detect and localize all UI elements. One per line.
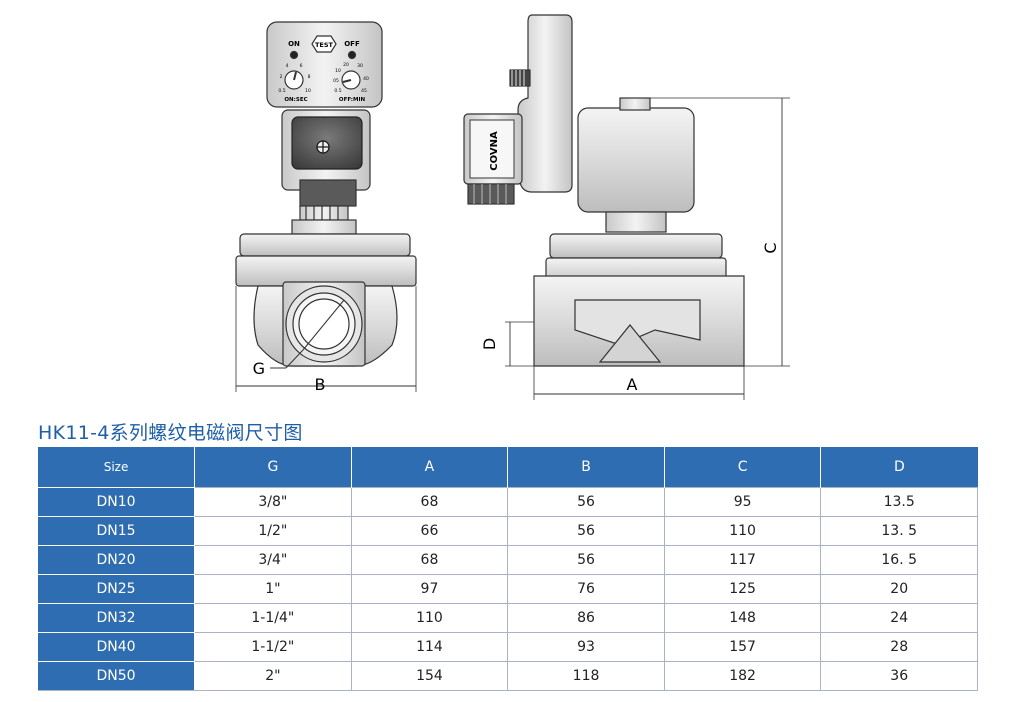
cell-c: 157 [663, 632, 822, 662]
header-c: C [663, 447, 822, 488]
cell-g: 1/2" [194, 516, 352, 546]
dim-b-label: B [315, 375, 326, 394]
table-row: DN50 2" 154 118 182 36 [38, 661, 978, 691]
cell-c: 125 [663, 574, 822, 604]
cell-d: 28 [820, 632, 978, 662]
header-d: D [820, 447, 978, 488]
timer-off-label: OFF [344, 40, 360, 48]
cell-c: 110 [663, 516, 822, 546]
bonnet [239, 233, 411, 257]
table-title: HK11-4系列螺纹电磁阀尺寸图 [38, 422, 303, 444]
left-scale-1: 2 [280, 74, 283, 80]
cell-b: 76 [507, 574, 665, 604]
cell-b: 86 [507, 603, 665, 633]
timer-on-label: ON [288, 40, 300, 48]
side-view [463, 14, 790, 400]
right-scale-4: 30 [357, 63, 363, 69]
cell-size: DN10 [38, 487, 196, 517]
header-size: Size [38, 447, 196, 488]
cell-c: 117 [663, 545, 822, 575]
table-row: DN10 3/8" 68 56 95 13.5 [38, 487, 978, 517]
brand-label: COVNA [489, 131, 500, 171]
cell-b: 93 [507, 632, 665, 662]
left-scale-0: 0.5 [278, 88, 285, 94]
timer-off-min-label: OFF:MIN [339, 97, 366, 103]
cell-b: 56 [507, 487, 665, 517]
header-b: B [507, 447, 665, 488]
cell-d: 24 [820, 603, 978, 633]
left-scale-4: 8 [308, 74, 311, 80]
cell-d: 36 [820, 661, 978, 691]
front-view [235, 21, 417, 392]
stem-nut [299, 205, 349, 221]
right-scale-5: 40 [363, 76, 369, 82]
right-scale-3: 20 [343, 62, 349, 68]
timer-housing [266, 21, 383, 108]
dim-g-label: G [253, 359, 265, 378]
cell-g: 3/8" [194, 487, 352, 517]
cell-b: 118 [507, 661, 665, 691]
left-scale-5: 10 [305, 88, 311, 94]
on-indicator [289, 50, 299, 60]
cell-g: 2" [194, 661, 352, 691]
off-indicator [347, 50, 357, 60]
table-row: DN15 1/2" 66 56 110 13. 5 [38, 516, 978, 546]
header-g: G [194, 447, 352, 488]
cell-b: 56 [507, 516, 665, 546]
cell-a: 110 [350, 603, 509, 633]
cell-d: 20 [820, 574, 978, 604]
table-row: DN20 3/4" 68 56 117 16. 5 [38, 545, 978, 575]
cell-a: 68 [350, 545, 509, 575]
table-row: DN25 1" 97 76 125 20 [38, 574, 978, 604]
left-scale-3: 6 [300, 63, 303, 69]
dim-d-label: D [480, 338, 499, 350]
cell-g: 1-1/2" [194, 632, 352, 662]
cell-g: 3/4" [194, 545, 352, 575]
right-scale-2: 10 [335, 68, 341, 74]
dim-a-label: A [627, 375, 638, 394]
header-a: A [350, 447, 509, 488]
cell-c: 95 [663, 487, 822, 517]
table-row: DN40 1-1/2" 114 93 157 28 [38, 632, 978, 662]
right-scale-1: 05 [333, 78, 339, 84]
cell-size: DN25 [38, 574, 196, 604]
valve-dimension-drawing: ON TEST OFF 0.5 2 4 6 8 10 0.5 05 10 20 … [235, 14, 790, 400]
cell-a: 97 [350, 574, 509, 604]
right-scale-0: 0.5 [334, 88, 341, 94]
cell-d: 13.5 [820, 487, 978, 517]
cell-g: 1-1/4" [194, 603, 352, 633]
cell-a: 66 [350, 516, 509, 546]
left-scale-2: 4 [286, 63, 289, 69]
cell-size: DN20 [38, 545, 196, 575]
coil-side [577, 107, 695, 213]
timer-side-housing [517, 14, 573, 193]
cell-size: DN32 [38, 603, 196, 633]
dim-c-label: C [761, 242, 780, 253]
dimension-table: Size G A B C D DN10 3/8" 68 56 95 13.5 D… [38, 447, 978, 691]
cell-size: DN50 [38, 661, 196, 691]
timer-test-label: TEST [315, 41, 334, 49]
cell-size: DN15 [38, 516, 196, 546]
cell-a: 68 [350, 487, 509, 517]
cell-a: 154 [350, 661, 509, 691]
cell-d: 16. 5 [820, 545, 978, 575]
table-header-row: Size G A B C D [38, 447, 978, 488]
right-scale-6: 45 [361, 88, 367, 94]
table-row: DN32 1-1/4" 110 86 148 24 [38, 603, 978, 633]
cell-g: 1" [194, 574, 352, 604]
timer-on-sec-label: ON:SEC [284, 97, 307, 103]
cell-b: 56 [507, 545, 665, 575]
cell-size: DN40 [38, 632, 196, 662]
cell-d: 13. 5 [820, 516, 978, 546]
cell-c: 148 [663, 603, 822, 633]
cell-a: 114 [350, 632, 509, 662]
cell-c: 182 [663, 661, 822, 691]
test-button [311, 35, 337, 53]
